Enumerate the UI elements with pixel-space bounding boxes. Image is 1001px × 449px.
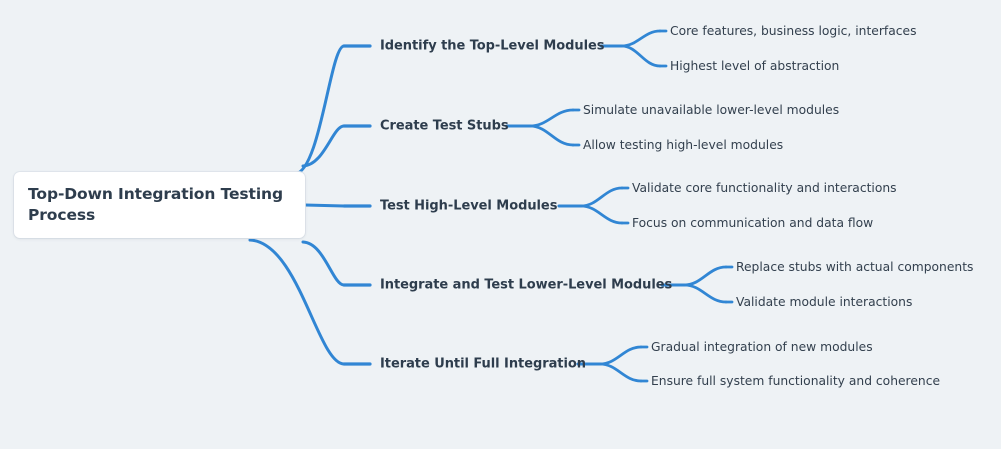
leaf-label-0-1[interactable]: Highest level of abstraction [670, 59, 840, 73]
leaf-label-4-1[interactable]: Ensure full system functionality and coh… [651, 374, 941, 388]
trunk-line-4 [248, 238, 346, 366]
fork-arm-3-1 [683, 283, 728, 304]
leaf-label-3-1[interactable]: Validate module interactions [736, 295, 913, 309]
fork-arm-0-0 [620, 29, 662, 48]
leaf-label-0-0[interactable]: Core features, business logic, interface… [670, 24, 917, 38]
leaf-label-4-0[interactable]: Gradual integration of new modules [651, 340, 873, 354]
fork-arm-1-0 [528, 108, 575, 128]
fork-arm-4-0 [598, 345, 643, 366]
branch-label-4[interactable]: Iterate Until Full Integration [380, 356, 586, 372]
trunk-line-3 [301, 240, 346, 287]
leaf-label-1-0[interactable]: Simulate unavailable lower-level modules [583, 103, 840, 117]
fork-arm-4-1 [598, 362, 643, 383]
root-node[interactable]: Top-Down Integration Testing Process [14, 172, 305, 238]
fork-arm-2-0 [579, 186, 624, 208]
root-node-title: Top-Down Integration Testing Process [28, 185, 283, 224]
fork-arm-0-1 [620, 44, 662, 68]
trunk-line-2 [303, 203, 346, 208]
fork-arm-2-1 [579, 204, 624, 225]
fork-arm-1-1 [528, 124, 575, 147]
leaf-label-2-1[interactable]: Focus on communication and data flow [632, 216, 874, 230]
leaf-label-1-1[interactable]: Allow testing high-level modules [583, 138, 784, 152]
trunk-line-1 [301, 124, 346, 168]
fork-arm-3-0 [683, 265, 728, 287]
branch-label-1[interactable]: Create Test Stubs [380, 118, 509, 134]
leaf-label-3-0[interactable]: Replace stubs with actual components [736, 260, 974, 274]
branch-label-3[interactable]: Integrate and Test Lower-Level Modules [380, 277, 673, 293]
branch-label-0[interactable]: Identify the Top-Level Modules [380, 38, 605, 54]
leaf-label-2-0[interactable]: Validate core functionality and interact… [632, 181, 897, 195]
branch-label-2[interactable]: Test High-Level Modules [380, 198, 558, 214]
trunk-line-0 [293, 44, 346, 176]
